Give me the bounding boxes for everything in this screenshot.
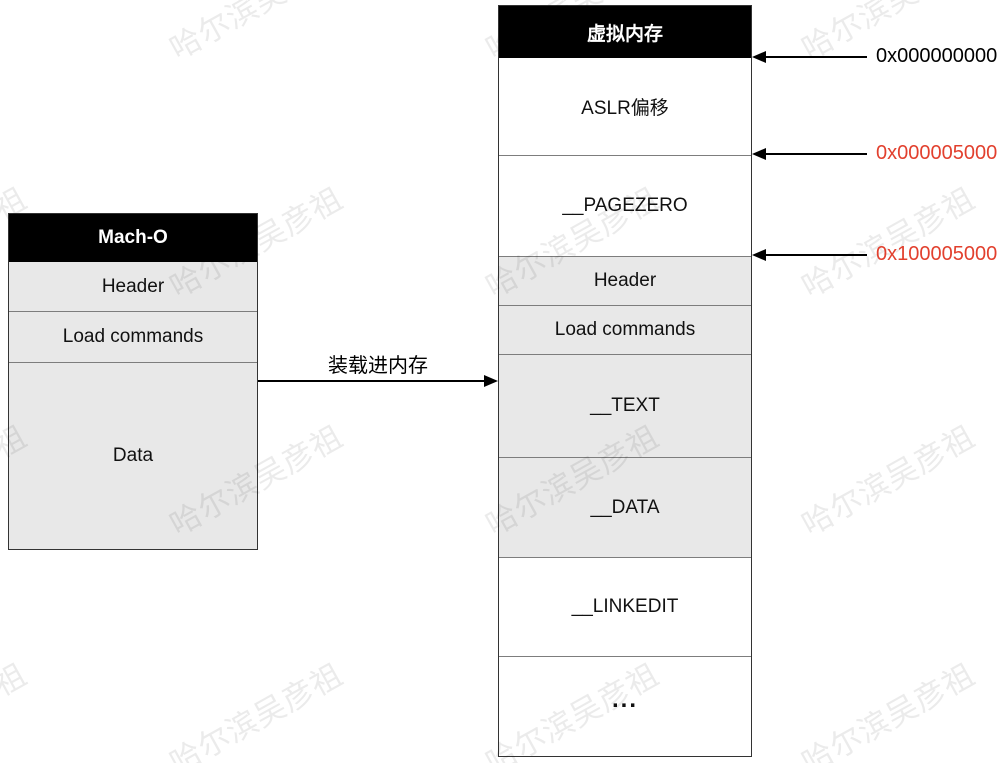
watermark-text: 哈尔滨吴彦祖 [796, 418, 981, 543]
arrowhead-left-icon [752, 249, 766, 261]
arrow-line [765, 254, 867, 256]
arrow-line [258, 380, 486, 382]
macho-box-title: Mach-O [9, 214, 257, 262]
virtual-memory-box: 虚拟内存 ASLR偏移 __PAGEZERO Header Load comma… [498, 5, 752, 757]
arrow-line [765, 56, 867, 58]
memory-cell-header: Header [499, 256, 751, 305]
macho-cell-header: Header [9, 262, 257, 311]
memory-cell-pagezero: __PAGEZERO [499, 155, 751, 256]
arrowhead-right-icon [484, 375, 498, 387]
memory-cell-ellipsis: ... [499, 656, 751, 756]
memory-cell-data-segment: __DATA [499, 457, 751, 557]
watermark-text: 哈尔滨吴彦祖 [164, 0, 349, 67]
arrowhead-left-icon [752, 51, 766, 63]
watermark-text: 哈尔滨吴彦祖 [0, 0, 33, 67]
memory-cell-aslr-offset: ASLR偏移 [499, 58, 751, 155]
macho-file-box: Mach-O Header Load commands Data [8, 213, 258, 550]
virtual-memory-title: 虚拟内存 [499, 6, 751, 58]
address-label-pagezero-start: 0x000005000 [876, 142, 998, 165]
memory-cell-text-segment: __TEXT [499, 354, 751, 457]
address-label-base: 0x000000000 [876, 45, 998, 68]
watermark-text: 哈尔滨吴彦祖 [796, 656, 981, 763]
load-arrow-label: 装载进内存 [328, 355, 428, 377]
macho-cell-data: Data [9, 362, 257, 549]
watermark-text: 哈尔滨吴彦祖 [796, 180, 981, 305]
address-label-header-start: 0x100005000 [876, 243, 998, 266]
arrow-line [765, 153, 867, 155]
watermark-text: 哈尔滨吴彦祖 [0, 656, 33, 763]
memory-cell-linkedit: __LINKEDIT [499, 557, 751, 656]
arrowhead-left-icon [752, 148, 766, 160]
macho-cell-load-commands: Load commands [9, 311, 257, 362]
watermark-text: 哈尔滨吴彦祖 [164, 656, 349, 763]
memory-cell-load-commands: Load commands [499, 305, 751, 354]
